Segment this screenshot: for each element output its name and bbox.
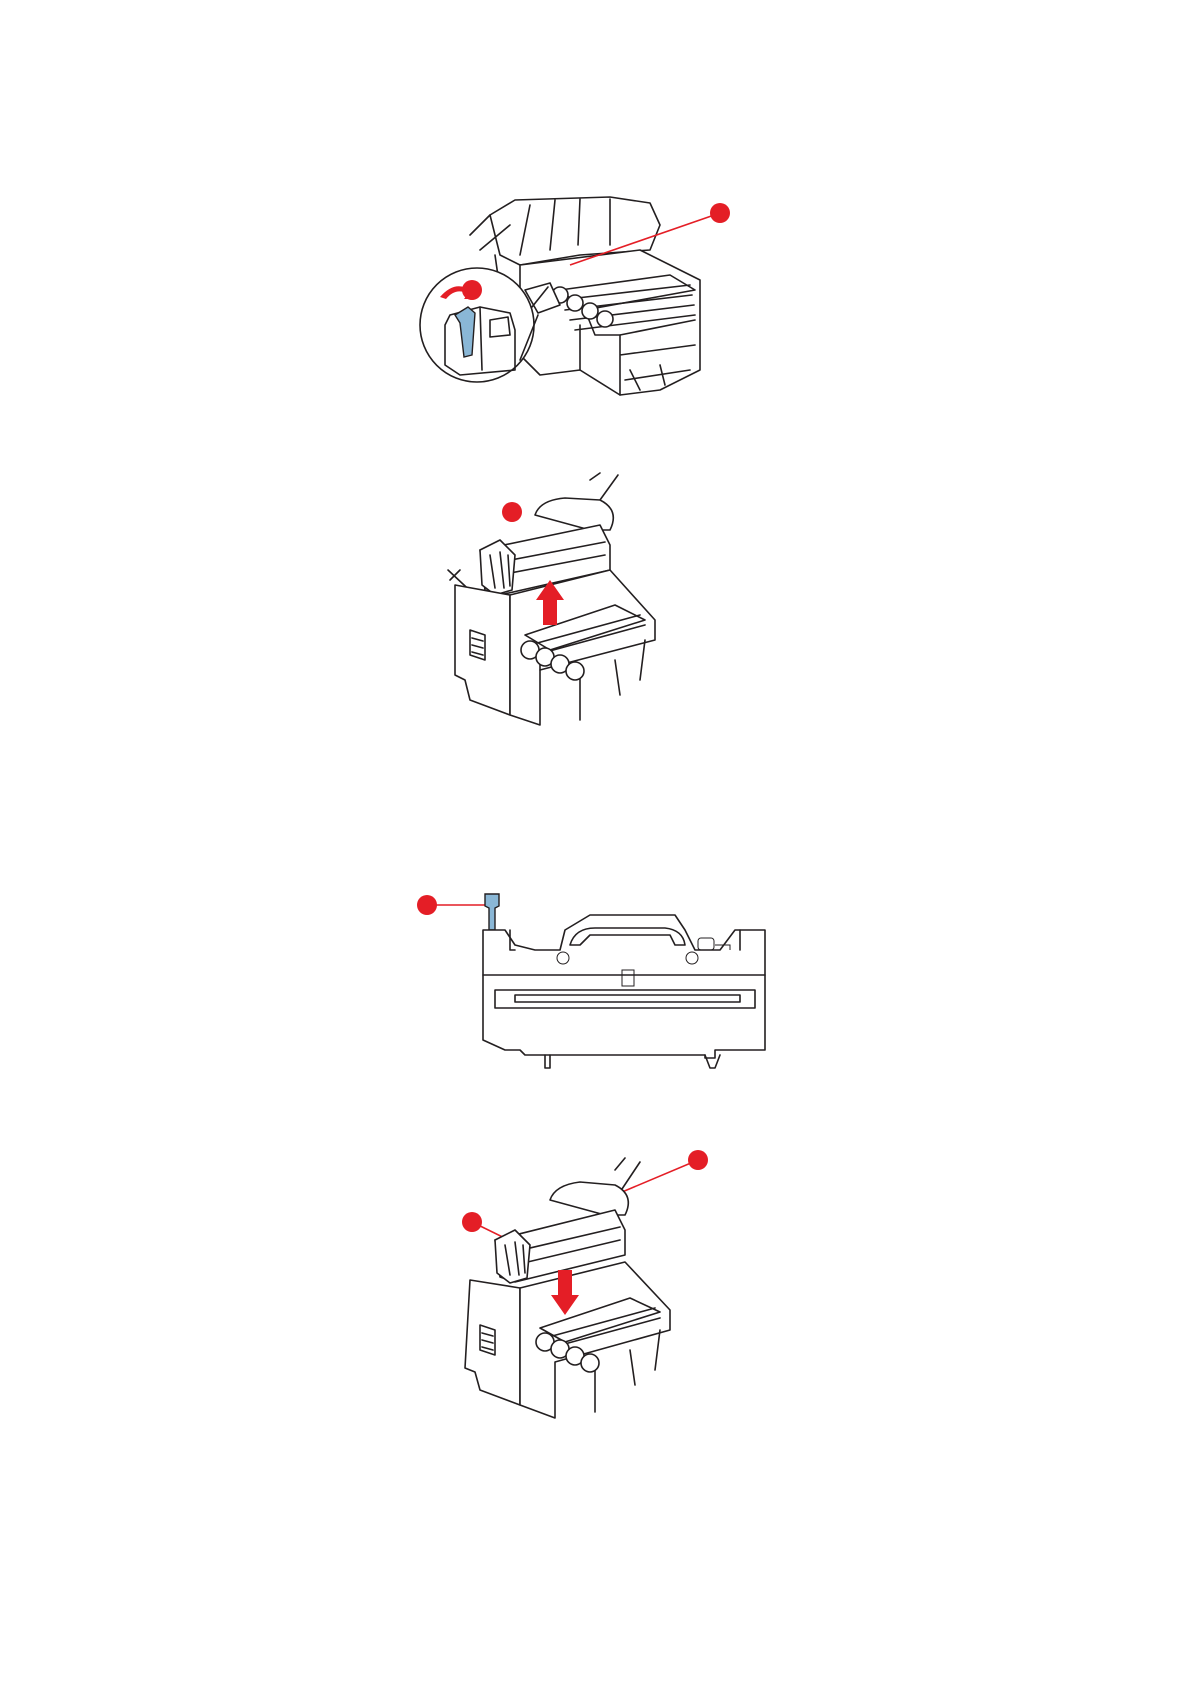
insert-fuser-drawing: [440, 1150, 725, 1420]
callout-marker-1: [688, 1150, 708, 1170]
callout-leader-1: [615, 1160, 698, 1195]
fuser-unit-drawing: [415, 890, 785, 1080]
lift-fuser-drawing: [440, 470, 710, 730]
callout-marker-1: [710, 203, 730, 223]
fuser-lever-blue: [485, 894, 499, 930]
figure-insert-fuser: [440, 1150, 725, 1420]
printer-open-drawing: [420, 195, 800, 425]
figure-lift-fuser: [440, 470, 710, 730]
callout-marker-2: [462, 280, 482, 300]
callout-marker-2: [462, 1212, 482, 1232]
callout-marker-1: [502, 502, 522, 522]
figure-unlock-fuser: [420, 195, 800, 425]
callout-marker-1: [417, 895, 437, 915]
figure-new-fuser: [415, 890, 785, 1080]
